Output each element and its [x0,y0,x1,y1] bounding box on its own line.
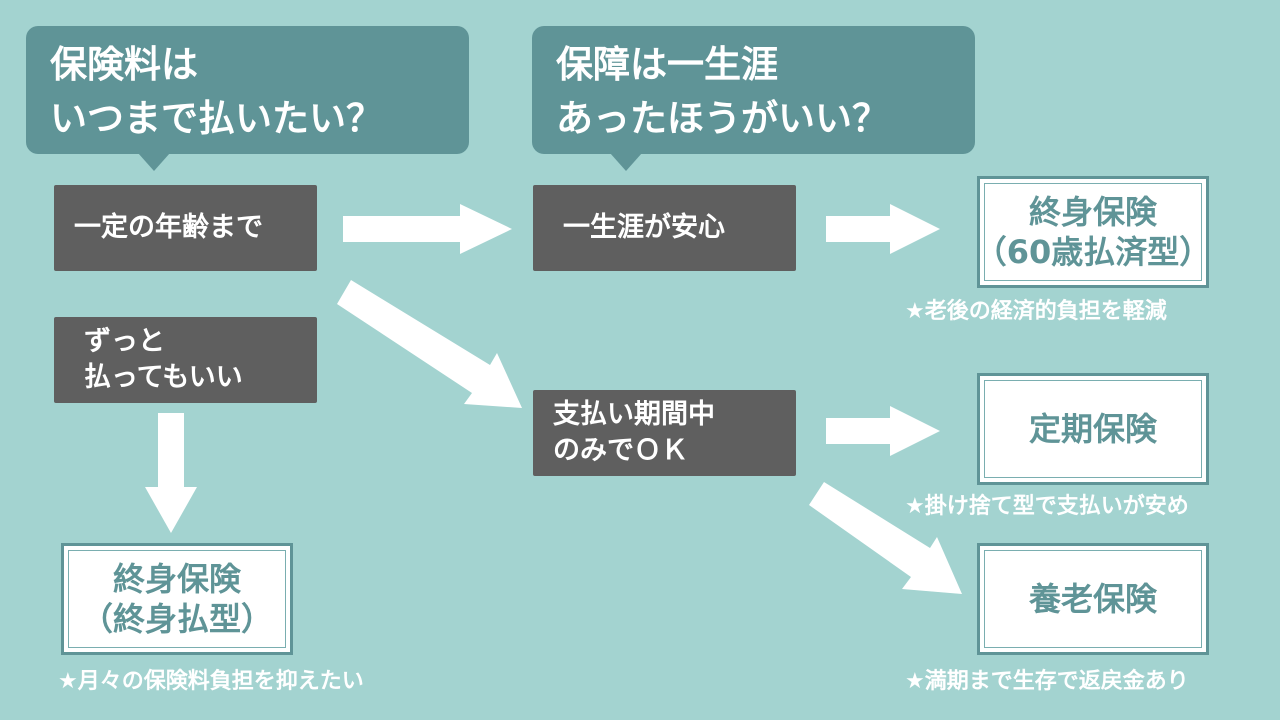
option-lifetime-secure: 一生涯が安心 [533,185,796,271]
arrow-diagonal-2 [809,482,962,594]
question-coverage-line2: あったほうがいい？ [556,97,889,140]
arrow-right-2 [826,204,940,254]
result-whole-life-60-inner: 終身保険 （60歳払済型） [975,183,1211,281]
arrow-right-3 [826,406,940,456]
note-endowment: ★満期まで生存で返戻金あり [905,669,1189,694]
result-endowment-inner: 養老保険 [984,550,1202,648]
question-premium-line1: 保険料は [50,43,198,86]
note-term: ★掛け捨て型で支払いが安め [905,494,1189,519]
result-term-inner: 定期保険 [984,380,1202,478]
option-forever-pay-line2: 払ってもいい [84,362,243,393]
option-forever-pay: ずっと 払ってもいい [54,317,317,403]
option-forever-pay-line1: ずっと [84,326,165,357]
arrow-diagonal-1 [337,280,522,408]
question-bubble-premium: 保険料は いつまで払いたい？ [26,26,469,171]
result-whole-life-lifetime-inner: 終身保険 （終身払型） [68,550,286,648]
question-bubble-coverage: 保障は一生涯 あったほうがいい？ [532,26,975,171]
note-whole-life-lifetime: ★月々の保険料負担を抑えたい [58,669,364,694]
result-whole-life-lifetime: 終身保険 （終身払型） [61,543,293,655]
bubble-tail [610,153,642,171]
result-whole-life-60-line1: 終身保険 [1028,193,1157,231]
result-endowment-line1: 養老保険 [1028,580,1157,618]
bubble-tail [138,153,170,171]
question-coverage-line1: 保障は一生涯 [556,43,778,86]
result-endowment: 養老保険 [977,543,1209,655]
result-term-line1: 定期保険 [1028,410,1157,448]
option-lifetime-secure-label: 一生涯が安心 [563,212,725,243]
note-whole-life-60: ★老後の経済的負担を軽減 [905,299,1167,324]
result-term: 定期保険 [977,373,1209,485]
option-payment-period-only: 支払い期間中 のみでＯＫ [533,390,796,476]
option-payment-period-line1: 支払い期間中 [553,399,715,430]
arrow-right-1 [343,204,512,254]
option-until-age: 一定の年齢まで [54,185,317,271]
result-whole-life-60-line2: （60歳払済型） [974,233,1212,271]
result-whole-life-lifetime-line1: 終身保険 [112,560,241,598]
result-whole-life-60: 終身保険 （60歳払済型） [975,176,1211,288]
question-premium-line2: いつまで払いたい？ [50,97,383,140]
arrow-down-1 [145,413,197,533]
option-payment-period-line2: のみでＯＫ [553,435,688,466]
option-until-age-label: 一定の年齢まで [74,212,263,243]
result-whole-life-lifetime-line2: （終身払型） [80,600,273,638]
